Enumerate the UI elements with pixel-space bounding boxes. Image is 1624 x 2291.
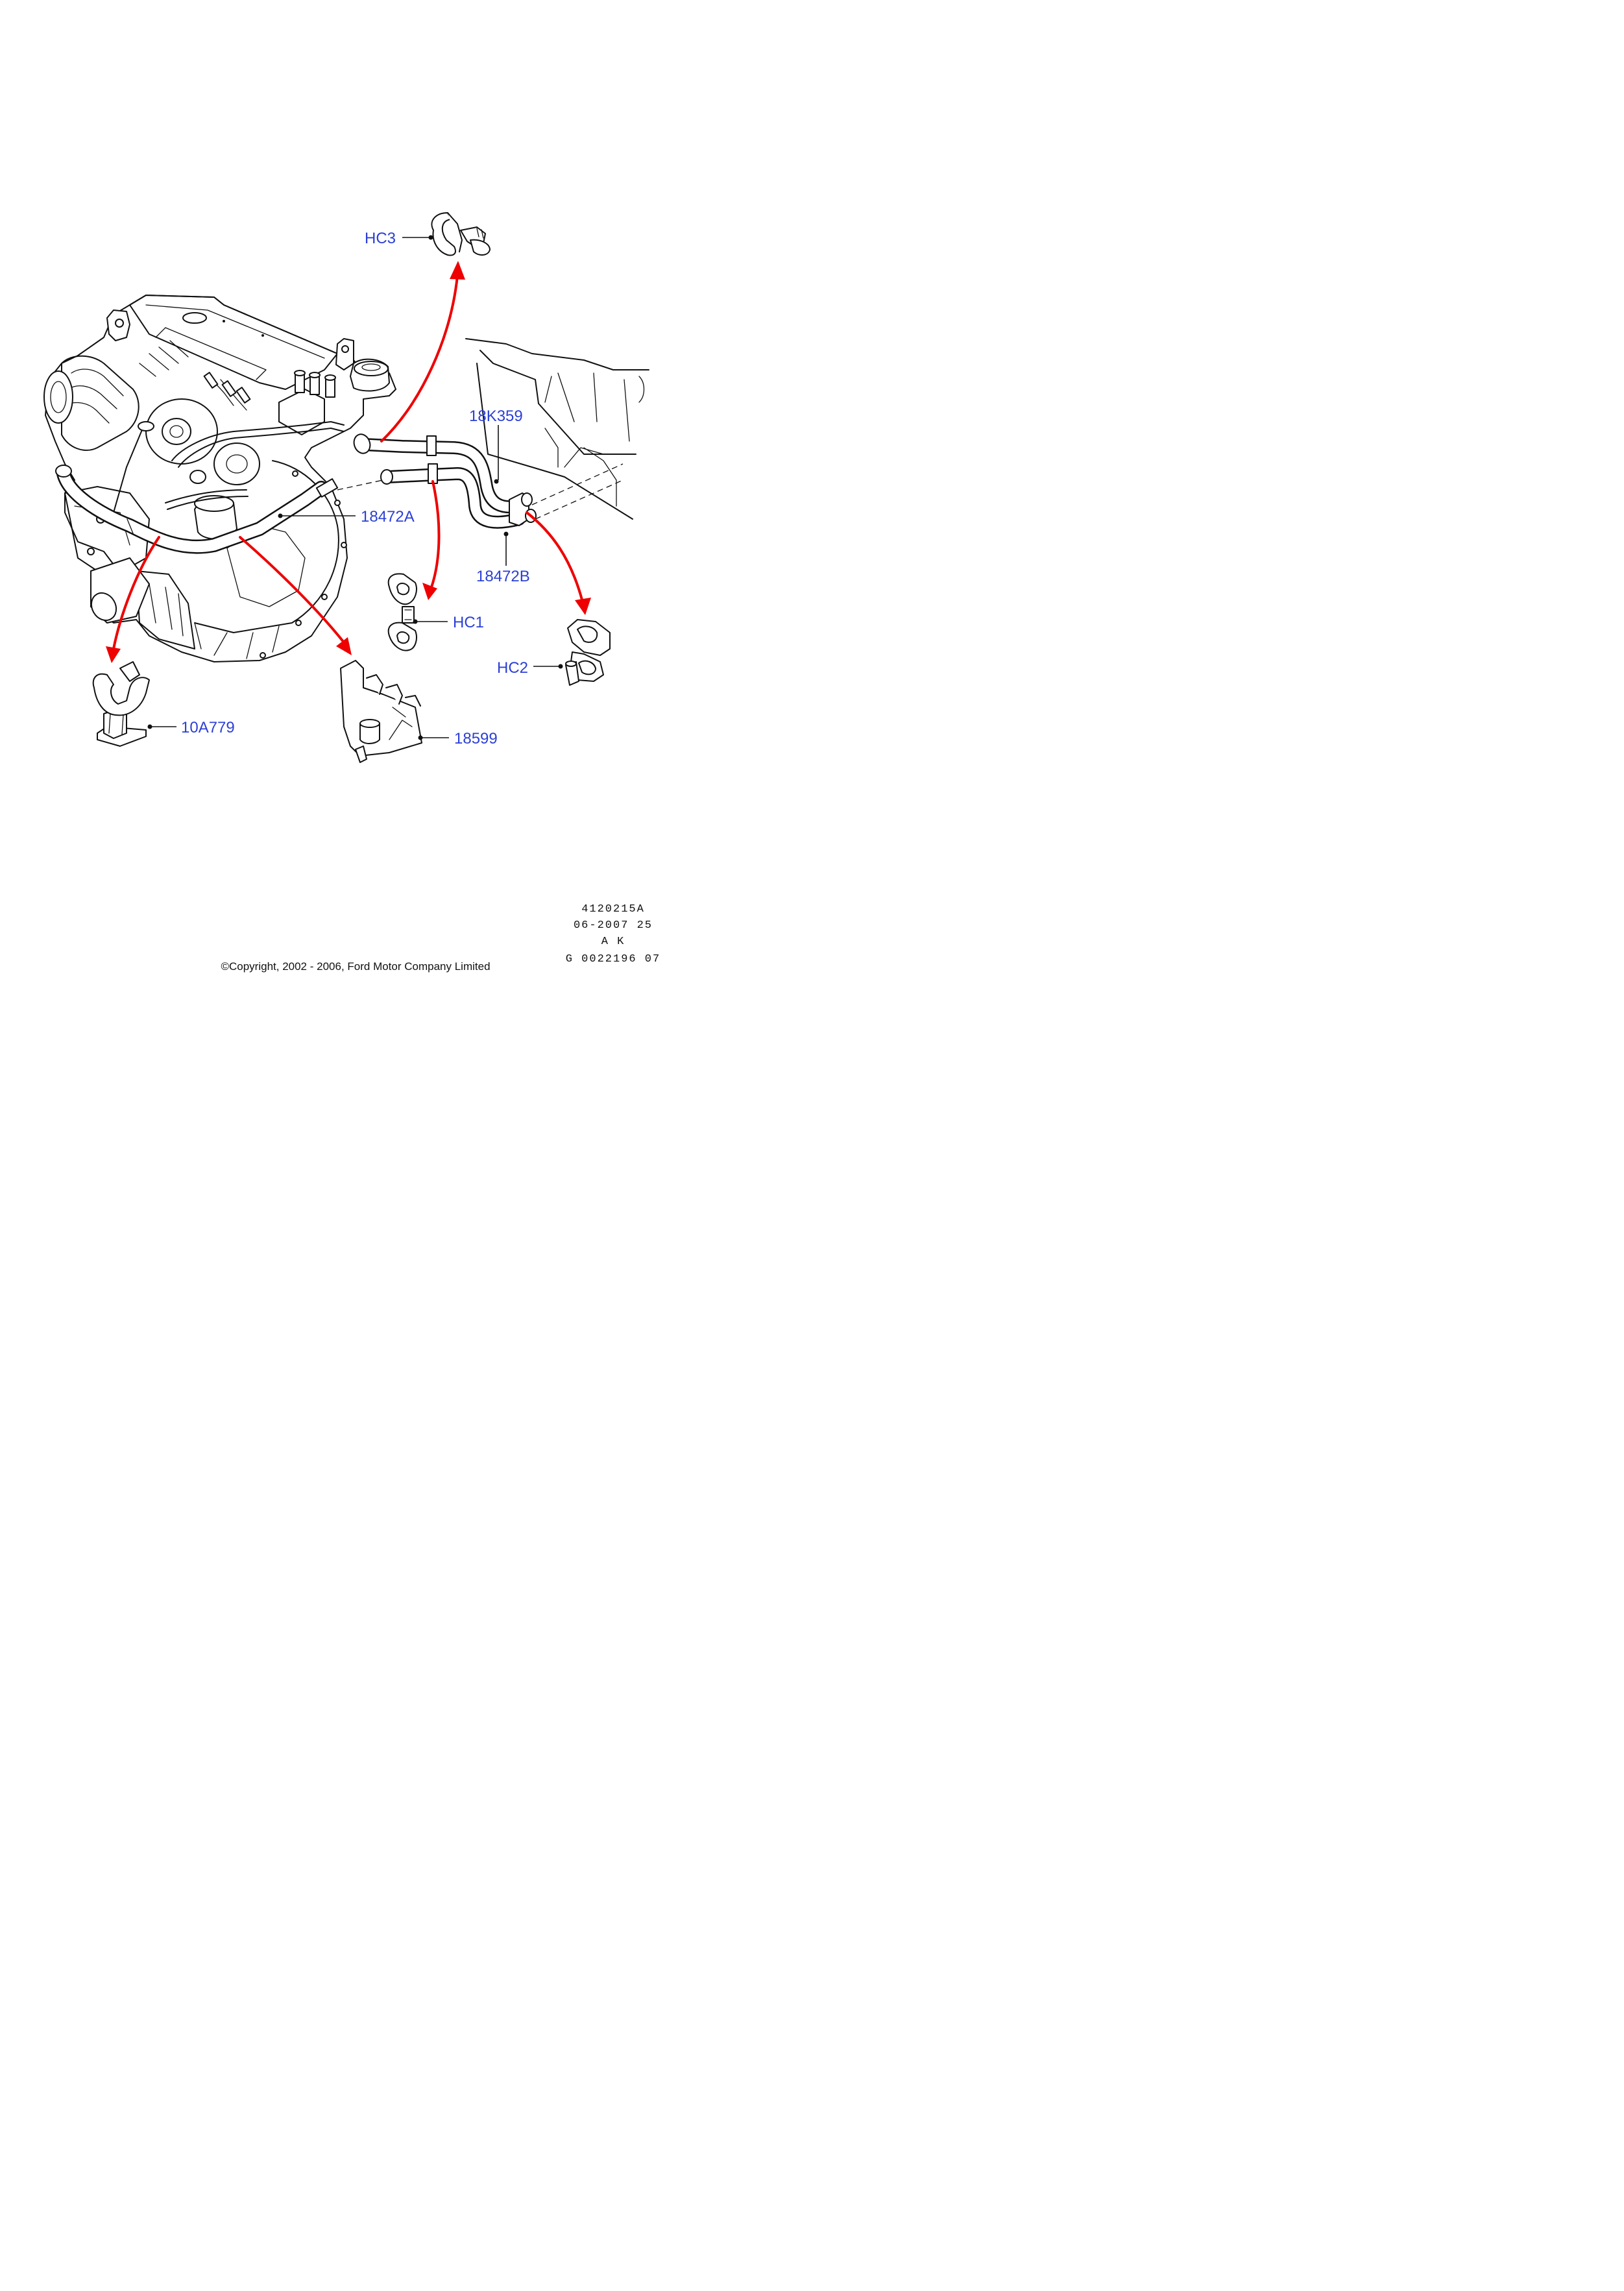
callout-18472a: 18472A	[278, 508, 415, 526]
alternator	[145, 398, 218, 465]
engine-assembly	[43, 295, 396, 662]
red-arrows	[106, 261, 591, 663]
parts-diagram: HC3 18K359 18472A 18472B HC1 HC2 10A779 …	[43, 212, 661, 973]
callout-label-hc3: HC3	[365, 230, 396, 247]
coil-pack	[278, 370, 336, 435]
arrow-to-18599	[239, 536, 345, 644]
arrow-to-hc2	[526, 511, 584, 603]
callout-hc1: HC1	[413, 614, 484, 631]
callout-label-hc2: HC2	[497, 659, 528, 677]
reference-line-2: 06-2007 25	[574, 919, 653, 932]
oil-filler-cap	[350, 358, 390, 392]
callout-10a779: 10A779	[147, 719, 235, 736]
arrow-to-10a779	[112, 536, 160, 650]
callout-label-10a779: 10A779	[181, 719, 235, 736]
heater-core-connector	[509, 492, 537, 526]
callout-label-18472b: 18472B	[476, 568, 530, 585]
callout-18k359: 18K359	[469, 407, 523, 484]
clip-hc2	[565, 619, 611, 686]
callout-18599: 18599	[418, 730, 498, 747]
vehicle-body-panel	[465, 338, 649, 520]
callout-label-18599: 18599	[454, 730, 498, 747]
heater-hose-assembly	[337, 433, 624, 529]
callout-label-18472a: 18472A	[361, 508, 415, 526]
callout-hc3: HC3	[365, 230, 433, 247]
clip-10a779	[92, 661, 150, 747]
arrow-to-hc3	[380, 274, 459, 442]
clip-hc1	[387, 573, 417, 651]
reference-line-3: A K	[601, 936, 625, 948]
bracket-18599	[340, 660, 422, 763]
reference-line-1: 4120215A	[581, 903, 645, 915]
callout-18472b: 18472B	[476, 531, 530, 585]
clip-hc3	[431, 212, 491, 256]
callout-hc2: HC2	[497, 659, 563, 677]
arrow-to-hc1	[430, 480, 441, 588]
callout-label-18k359: 18K359	[469, 407, 523, 425]
hose-18472a	[55, 465, 339, 554]
copyright-text: ©Copyright, 2002 - 2006, Ford Motor Comp…	[221, 960, 490, 973]
reference-block: 4120215A 06-2007 25 A K G 0022196 07	[566, 903, 661, 965]
callout-label-hc1: HC1	[453, 614, 484, 631]
reference-line-4: G 0022196 07	[566, 953, 661, 965]
